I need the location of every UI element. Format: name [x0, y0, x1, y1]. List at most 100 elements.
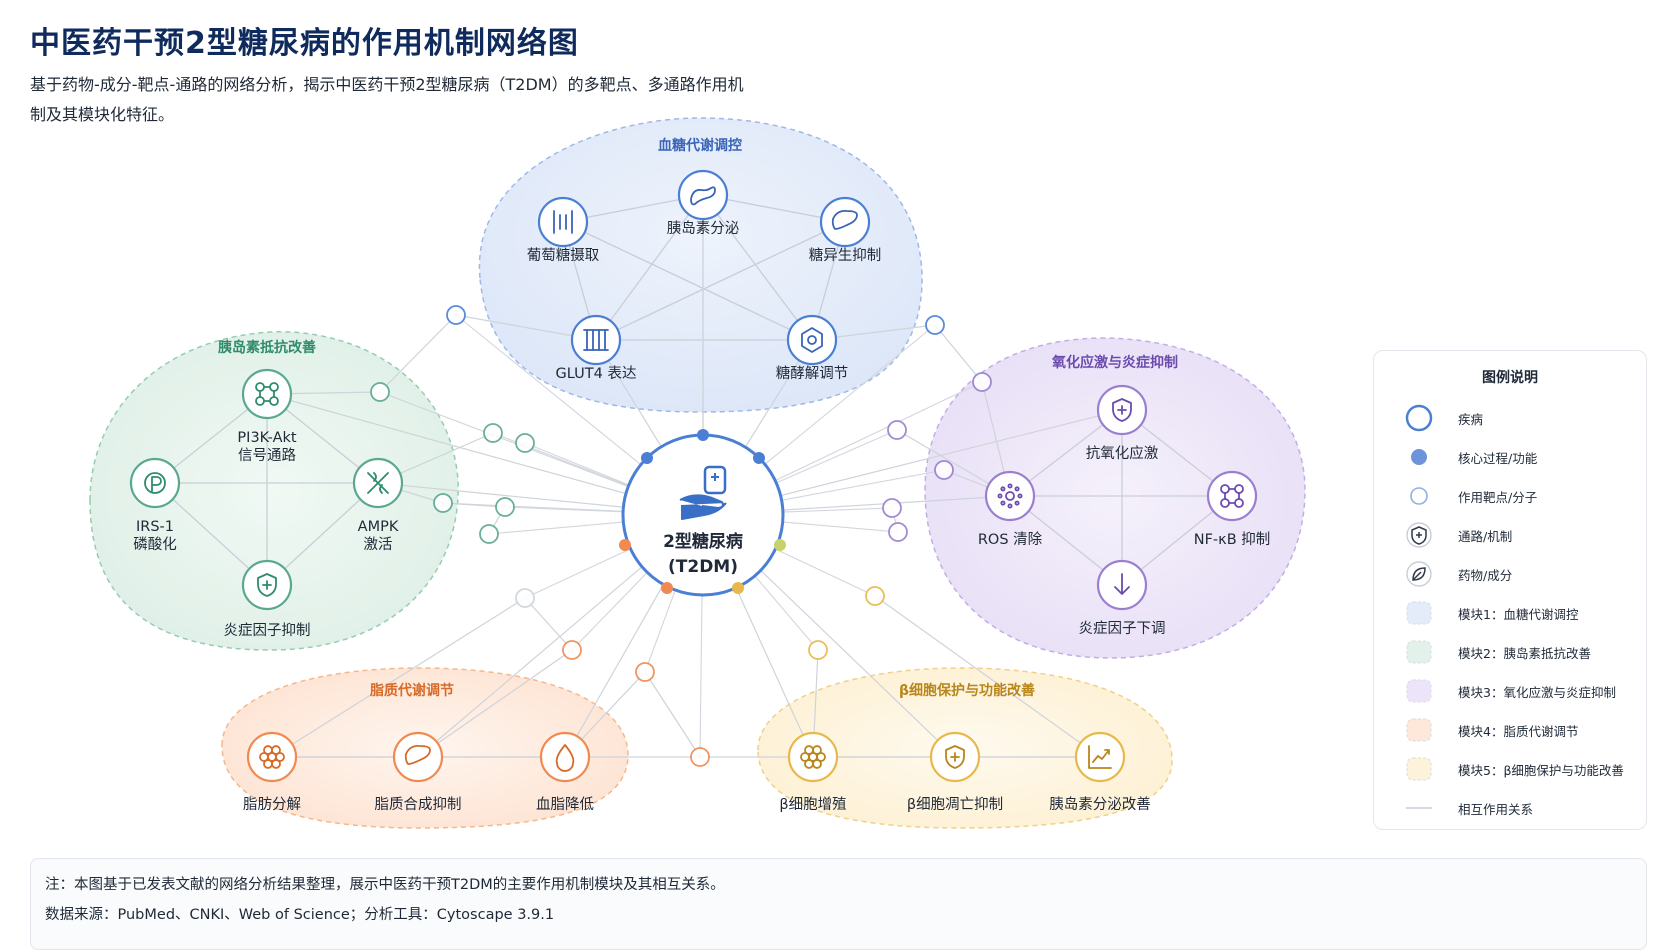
- legend-label: 相互作用关系: [1458, 801, 1534, 817]
- process-node-label: 炎症因子下调: [1079, 620, 1166, 637]
- signal-pathway-icon: [255, 382, 279, 406]
- process-node-glucose-0[interactable]: 葡萄糖摄取: [527, 196, 600, 264]
- process-node-oxidative-0[interactable]: 抗氧化应激: [1086, 384, 1159, 462]
- legend-label: 核心过程/功能: [1458, 450, 1538, 466]
- legend-symbol-disease: [1404, 403, 1434, 433]
- target-node[interactable]: [925, 315, 945, 335]
- center-port-dot: [774, 539, 786, 551]
- process-node-oxidative-2[interactable]: NF-κB 抑制: [1194, 470, 1271, 548]
- target-node[interactable]: [888, 522, 908, 542]
- legend-label: 模块5：β细胞保护与功能改善: [1458, 762, 1624, 778]
- interaction-edge: [874, 595, 1101, 758]
- footnote-line-2: 数据来源：PubMed、CNKI、Web of Science；分析工具：Cyt…: [45, 907, 555, 923]
- target-node[interactable]: [690, 747, 710, 767]
- module-glucose-area: [478, 117, 923, 413]
- target-node[interactable]: [370, 382, 390, 402]
- chart-up-icon: [1088, 745, 1112, 769]
- interaction-edge: [266, 482, 379, 586]
- target-node[interactable]: [495, 497, 515, 517]
- process-node-label: AMPK: [358, 519, 399, 535]
- process-node-label: 激活: [364, 536, 393, 553]
- legend-symbol-module: [1404, 676, 1434, 706]
- target-node[interactable]: [882, 498, 902, 518]
- process-node-label: 糖异生抑制: [809, 247, 882, 264]
- process-node-glucose-4[interactable]: 糖酵解调节: [776, 314, 849, 382]
- shield-icon: [945, 745, 965, 769]
- target-node[interactable]: [515, 433, 535, 453]
- process-node-lipid-1[interactable]: 脂质合成抑制: [375, 731, 462, 813]
- legend-label: 模块3：氧化应激与炎症抑制: [1458, 684, 1616, 700]
- module-insulin-area: [89, 331, 459, 651]
- process-node-label: β细胞凋亡抑制: [907, 796, 1003, 813]
- hand-drug-icon: [679, 465, 727, 520]
- arrow-down-icon: [1114, 573, 1130, 595]
- target-node[interactable]: [635, 662, 655, 682]
- process-node-label: 胰岛素分泌改善: [1049, 796, 1151, 813]
- interaction-edge: [595, 194, 704, 341]
- target-node[interactable]: [808, 640, 828, 660]
- process-node-beta-2[interactable]: 胰岛素分泌改善: [1049, 731, 1151, 813]
- disease-label: 2型糖尿病: [663, 531, 743, 552]
- disease-abbrev: (T2DM): [668, 557, 738, 577]
- interaction-edge: [595, 221, 846, 341]
- legend-item-module: 模块1：血糖代谢调控: [1374, 598, 1646, 628]
- droplet-icon: [555, 744, 575, 772]
- process-node-label: 抗氧化应激: [1086, 444, 1159, 462]
- process-node-label: 胰岛素分泌: [667, 220, 740, 237]
- process-node-beta-1[interactable]: β细胞凋亡抑制: [907, 731, 1003, 813]
- process-node-glucose-3[interactable]: GLUT4 表达: [556, 314, 637, 382]
- process-node-label: PI3K-Akt: [237, 430, 296, 446]
- center-port-dot: [619, 539, 631, 551]
- center-port-dot: [661, 582, 673, 594]
- legend-symbol-process: [1404, 442, 1434, 472]
- target-node[interactable]: [934, 460, 954, 480]
- target-node[interactable]: [483, 423, 503, 443]
- page-title: 中医药干预2型糖尿病的作用机制网络图: [30, 26, 579, 61]
- legend-label: 通路/机制: [1458, 528, 1513, 544]
- target-node[interactable]: [865, 586, 885, 606]
- legend-item-target: 作用靶点/分子: [1374, 481, 1646, 511]
- target-node[interactable]: [433, 493, 453, 513]
- target-node[interactable]: [515, 588, 535, 608]
- process-node-lipid-2[interactable]: 血脂降低: [536, 731, 594, 813]
- process-node-label: 葡萄糖摄取: [527, 247, 600, 264]
- legend-item-module: 模块4：脂质代谢调节: [1374, 715, 1646, 745]
- process-node-glucose-1[interactable]: 胰岛素分泌: [667, 169, 740, 237]
- transporter-icon: [583, 329, 609, 351]
- process-node-beta-0[interactable]: β细胞增殖: [779, 731, 847, 813]
- module-beta-title: β细胞保护与功能改善: [899, 682, 1035, 699]
- legend-symbol-module: [1404, 715, 1434, 745]
- interaction-edge: [562, 221, 813, 341]
- process-node-oxidative-1[interactable]: ROS 清除: [978, 470, 1043, 548]
- process-node-label: 磷酸化: [133, 536, 177, 553]
- process-node-oxidative-3[interactable]: 炎症因子下调: [1079, 559, 1166, 637]
- small-target-nodes: [370, 305, 992, 767]
- process-node-insulin-3[interactable]: 炎症因子抑制: [224, 559, 311, 639]
- process-node-label: GLUT4 表达: [556, 365, 637, 382]
- legend-item-module: 模块2：胰岛素抵抗改善: [1374, 637, 1646, 667]
- target-node[interactable]: [562, 640, 582, 660]
- disease-node-t2dm[interactable]: 2型糖尿病 (T2DM): [621, 433, 785, 597]
- legend-item-process: 核心过程/功能: [1374, 442, 1646, 472]
- process-node-lipid-0[interactable]: 脂肪分解: [243, 731, 301, 813]
- legend-item-module: 模块5：β细胞保护与功能改善: [1374, 754, 1646, 784]
- target-node[interactable]: [887, 420, 907, 440]
- fat-cell-icon: [259, 745, 285, 769]
- interaction-edge: [934, 324, 983, 383]
- legend-item-drug: 药物/成分: [1374, 559, 1646, 589]
- process-node-glucose-2[interactable]: 糖异生抑制: [809, 196, 882, 264]
- target-node[interactable]: [446, 305, 466, 325]
- legend-symbol-drug: [1404, 559, 1434, 589]
- interaction-edge: [702, 194, 813, 341]
- process-node-label: 脂质合成抑制: [375, 796, 462, 813]
- liver-icon: [831, 210, 858, 230]
- interaction-edge: [524, 597, 573, 651]
- target-node[interactable]: [479, 524, 499, 544]
- phosphorylation-icon: [144, 472, 166, 494]
- target-node[interactable]: [972, 372, 992, 392]
- interaction-edge: [271, 597, 526, 758]
